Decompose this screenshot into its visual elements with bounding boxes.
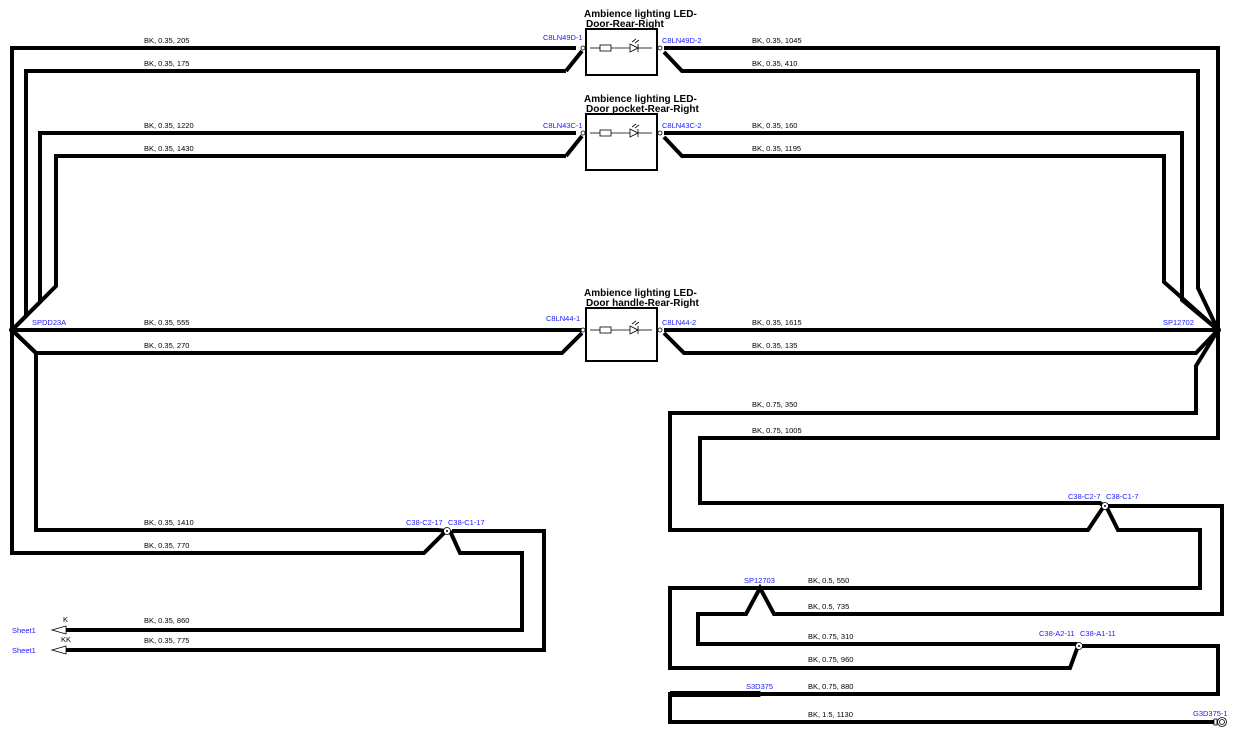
wire-770 xyxy=(10,330,448,555)
wire-175-pin xyxy=(564,49,584,73)
wire-1045 xyxy=(664,46,1220,330)
wire-label: BK, 0.35, 860 xyxy=(144,616,189,625)
wire-1410 xyxy=(10,328,447,533)
led-icon xyxy=(629,43,639,53)
inline-connector-11[interactable] xyxy=(1075,642,1083,650)
wire-label: BK, 0.35, 175 xyxy=(144,59,189,68)
connector-label: C38-C2-7 xyxy=(1068,492,1101,501)
led-door-component[interactable] xyxy=(580,28,663,76)
wire-175 xyxy=(10,69,566,332)
wire-c7-out-b xyxy=(696,504,1224,648)
pin-label: C8LN43C-1 xyxy=(543,121,583,130)
component-title: Ambience lighting LED- xyxy=(584,94,697,105)
wire-label: BK, 0.35, 1220 xyxy=(144,121,194,130)
wire-c7-out-a xyxy=(668,505,1202,670)
wire-label: BK, 0.75, 310 xyxy=(808,632,853,641)
wire-label: BK, 0.5, 550 xyxy=(808,576,849,585)
splice-label: SPDD23A xyxy=(32,318,66,327)
led-icon xyxy=(629,128,639,138)
wire-label: BK, 0.35, 160 xyxy=(752,121,797,130)
component-title: Ambience lighting LED- xyxy=(584,9,697,20)
offsheet-arrow-icon[interactable] xyxy=(50,645,67,655)
s3d-dot xyxy=(757,691,763,697)
offsheet-sheet[interactable]: Sheet1 xyxy=(12,626,36,635)
wire-label: BK, 0.35, 270 xyxy=(144,341,189,350)
component-title: Door pocket-Rear-Right xyxy=(586,104,699,115)
connector-label: C38-C1-17 xyxy=(448,518,485,527)
wire-label: BK, 0.35, 1615 xyxy=(752,318,802,327)
connector-label: C38-A1-11 xyxy=(1080,629,1116,638)
wire-label: BK, 0.35, 410 xyxy=(752,59,797,68)
wire-label: BK, 0.35, 770 xyxy=(144,541,189,550)
splice-label: SP12702 xyxy=(1163,318,1194,327)
component-title: Door handle-Rear-Right xyxy=(586,298,699,309)
wire-label: BK, 0.75, 960 xyxy=(808,655,853,664)
wire-label: BK, 0.35, 1410 xyxy=(144,518,194,527)
led-icon xyxy=(629,325,639,335)
wire-label: BK, 0.35, 775 xyxy=(144,636,189,645)
wire-label: BK, 1.5, 1130 xyxy=(808,710,853,719)
wire-label: BK, 0.35, 205 xyxy=(144,36,189,45)
wire-label: BK, 0.5, 735 xyxy=(808,602,849,611)
wire-label: BK, 0.35, 135 xyxy=(752,341,797,350)
wire-270 xyxy=(10,328,584,355)
wire-1005 xyxy=(698,330,1220,508)
wire-135 xyxy=(662,328,1220,355)
component-title: Door-Rear-Right xyxy=(586,19,664,30)
inline-connector-7[interactable] xyxy=(1101,502,1109,510)
inline-connector-17[interactable] xyxy=(443,527,451,535)
wire-1430 xyxy=(10,154,566,332)
splice-lower-dot xyxy=(757,585,763,591)
led-door-pocket-component[interactable] xyxy=(580,113,663,171)
offsheet-tag: K xyxy=(63,615,68,624)
wire-label: BK, 0.75, 350 xyxy=(752,400,797,409)
pin-label: C8LN49D-1 xyxy=(543,33,583,42)
splice-left-dot xyxy=(9,327,15,333)
splice-right-dot xyxy=(1215,327,1221,333)
offsheet-tag: KK xyxy=(61,635,71,644)
connector-label: C38-C1-7 xyxy=(1106,492,1139,501)
ground-label: G3D375-1 xyxy=(1193,709,1228,718)
wire-860 xyxy=(64,530,524,632)
pin-label: C8LN44-2 xyxy=(662,318,696,327)
wire-label: BK, 0.35, 1045 xyxy=(752,36,802,45)
wire-label: BK, 0.75, 1005 xyxy=(752,426,802,435)
connector-label: C38-A2-11 xyxy=(1039,629,1075,638)
wire-label: BK, 0.35, 1430 xyxy=(144,144,194,153)
wire-160 xyxy=(664,131,1220,332)
connector-label: C38-C2-17 xyxy=(406,518,443,527)
wire-1430-pin xyxy=(564,134,584,158)
connector-label: S3D375 xyxy=(746,682,773,691)
wire-410 xyxy=(662,50,1220,331)
wire-205 xyxy=(10,46,576,330)
pin-label: C8LN44-1 xyxy=(546,314,580,323)
wire-775 xyxy=(64,529,546,652)
wire-label: BK, 0.35, 555 xyxy=(144,318,189,327)
wire-350 xyxy=(668,328,1220,532)
led-door-handle-component[interactable] xyxy=(580,307,663,362)
wire-1195 xyxy=(662,135,1220,332)
pin-label: C8LN49D-2 xyxy=(662,36,702,45)
wire-label: BK, 0.35, 1195 xyxy=(752,144,801,153)
wire-1220 xyxy=(10,131,576,332)
splice-label: SP12703 xyxy=(744,576,775,585)
wire-c11-out xyxy=(668,644,1220,724)
pin-label: C8LN43C-2 xyxy=(662,121,702,130)
component-title: Ambience lighting LED- xyxy=(584,288,697,299)
ground-icon[interactable] xyxy=(1213,717,1227,727)
offsheet-arrow-icon[interactable] xyxy=(50,625,67,635)
wire-label: BK, 0.75, 880 xyxy=(808,682,853,691)
offsheet-sheet[interactable]: Sheet1 xyxy=(12,646,36,655)
